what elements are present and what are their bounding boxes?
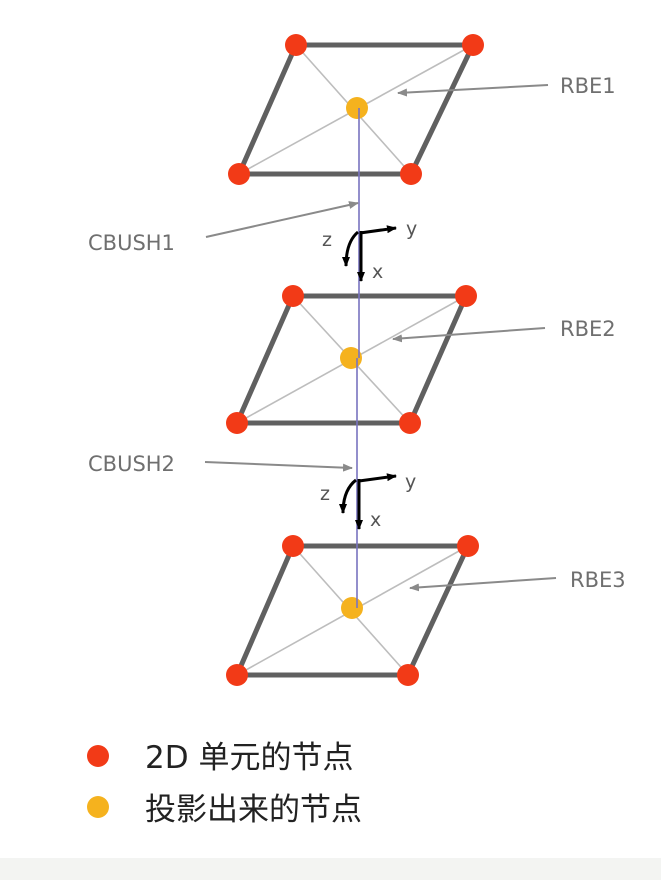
element-node xyxy=(282,285,304,307)
legend-label: 投影出来的节点 xyxy=(145,792,362,828)
cbush-label: CBUSH1 xyxy=(88,231,175,255)
cbush-1: CBUSH1 z y x xyxy=(88,201,417,283)
coordinate-triad: z y x xyxy=(320,471,416,531)
legend-label: 2D 单元的节点 xyxy=(145,740,353,776)
y-axis-label: y xyxy=(406,218,417,240)
element-node xyxy=(455,285,477,307)
legend-item-projected-node: 投影出来的节点 xyxy=(87,792,362,828)
legend-item-element-node: 2D 单元的节点 xyxy=(87,740,353,776)
x-axis-label: x xyxy=(372,261,383,283)
legend-swatch-red xyxy=(87,745,109,767)
element-node xyxy=(399,412,421,434)
rbe-leader-arrow xyxy=(397,84,549,97)
element-node xyxy=(282,535,304,557)
rbe-stack-2: RBE2 xyxy=(226,285,616,434)
coordinate-triad: z y x xyxy=(322,218,417,283)
element-node xyxy=(457,535,479,557)
legend: 2D 单元的节点 投影出来的节点 xyxy=(87,740,362,828)
element-node xyxy=(226,664,248,686)
rbe-label: RBE1 xyxy=(560,74,616,98)
rbe-leader-arrow xyxy=(392,327,546,343)
element-node xyxy=(397,664,419,686)
element-node xyxy=(400,163,422,185)
rbe-leader-arrow xyxy=(409,577,557,592)
legend-swatch-yellow xyxy=(87,796,109,818)
z-axis-arrow xyxy=(342,230,360,267)
z-axis-arrow xyxy=(339,478,357,514)
rbe-label: RBE2 xyxy=(560,317,616,341)
element-node xyxy=(285,34,307,56)
cbush-leader-arrow xyxy=(205,201,359,238)
cbush-label: CBUSH2 xyxy=(88,452,175,476)
projected-node xyxy=(346,97,368,119)
cbush-leader-arrow xyxy=(204,461,353,472)
z-axis-label: z xyxy=(322,229,332,251)
rbe-label: RBE3 xyxy=(570,568,626,592)
x-axis-label: x xyxy=(370,509,381,531)
z-axis-label: z xyxy=(320,483,330,505)
element-node xyxy=(462,34,484,56)
cbush-links xyxy=(356,108,360,608)
y-axis-arrow xyxy=(359,225,397,235)
projected-node xyxy=(341,597,363,619)
rbe-stack-1: RBE1 xyxy=(228,34,616,185)
element-node xyxy=(228,163,250,185)
element-node xyxy=(226,412,248,434)
bottom-strip xyxy=(0,858,661,880)
cbush-2: CBUSH2 z y x xyxy=(88,452,416,531)
y-axis-arrow xyxy=(358,473,397,483)
y-axis-label: y xyxy=(405,471,416,493)
rbe-stack-3: RBE3 xyxy=(226,535,626,686)
